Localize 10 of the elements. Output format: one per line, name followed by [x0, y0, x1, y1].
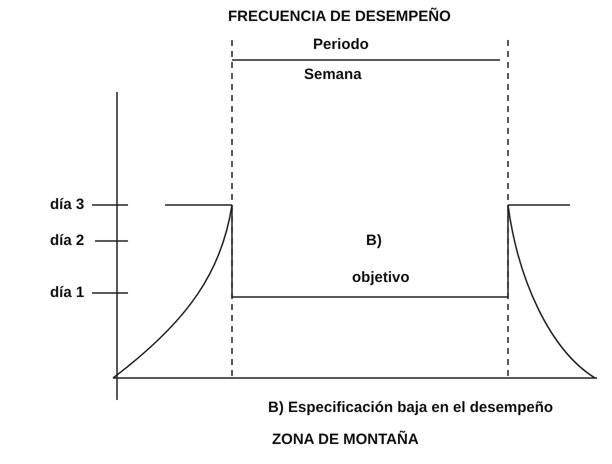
diagram-title: FRECUENCIA DE DESEMPEÑO [228, 8, 451, 26]
period-label: Periodo [313, 36, 369, 54]
axis-tick-label: día 1 [50, 284, 84, 302]
axis-tick-label: día 3 [50, 196, 84, 214]
week-label: Semana [304, 66, 362, 84]
target-label: objetivo [352, 269, 410, 287]
diagram-caption: ZONA DE MONTAÑA [272, 431, 419, 449]
axis-tick-label: día 2 [50, 232, 84, 250]
zone-label: B) [366, 232, 382, 250]
axis-note: B) Especificación baja en el desempeño [268, 399, 554, 417]
